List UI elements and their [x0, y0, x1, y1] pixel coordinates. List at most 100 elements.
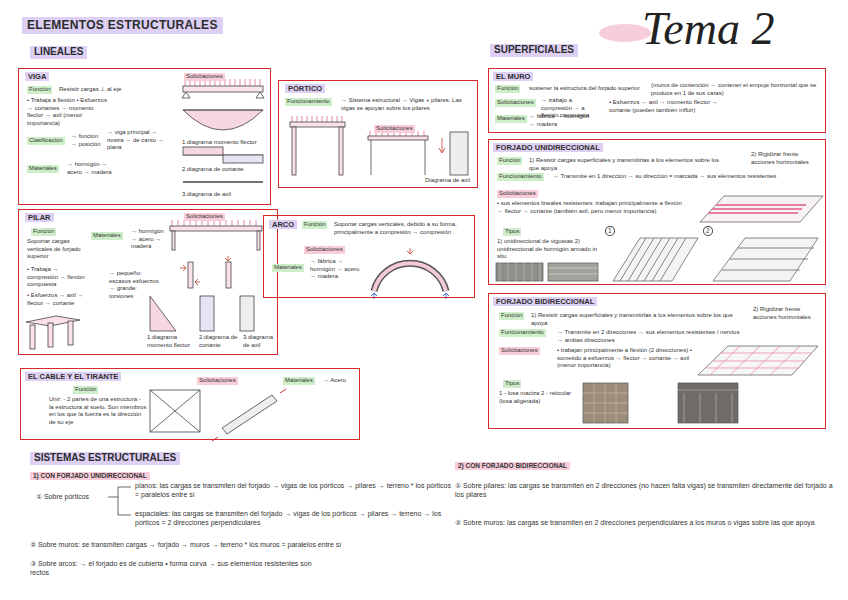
solicitaciones-label: Solicitaciones	[374, 125, 415, 133]
box-text: • Esfuerzos → axil → flector → cortante	[27, 292, 89, 307]
solicitaciones-label: Solicitaciones	[304, 246, 345, 254]
section-heading: SUPERFICIALES	[490, 44, 578, 57]
pilar-drawing	[26, 220, 262, 349]
forjado-bi-drawings-part	[583, 383, 628, 423]
cable-drawing-part	[222, 395, 277, 434]
note-text: espaciales: las cargas se transmiten del…	[135, 510, 455, 528]
box-text: → fábrica → hormigón → acero → madera	[310, 258, 360, 281]
forjado-uni-drawings-part	[722, 248, 814, 270]
pilar-drawing-part	[170, 226, 262, 231]
box-text: • Trabaja → compresión → flexión compues…	[27, 266, 89, 289]
box-text: → Acero	[323, 377, 346, 385]
field-label: Función	[73, 386, 98, 394]
pilar-drawing-part	[188, 262, 193, 288]
forjado-bi-drawings-part	[678, 390, 738, 423]
bracket	[108, 487, 131, 515]
note-text: ① Sobre pórticos	[36, 493, 89, 502]
bracket-part	[108, 487, 131, 515]
box-text: 1.diagrama momento flector	[147, 334, 195, 349]
arco-drawing	[371, 248, 449, 299]
beam-diagrams-part	[223, 155, 263, 163]
box-text: → Transmite en 2 direcciones → sus eleme…	[557, 329, 747, 344]
section-box: PÓRTICOFuncionamiento→ Sistema estructur…	[278, 80, 478, 188]
box-text: Soportar cargas verticales de forjado su…	[27, 238, 85, 261]
box-heading: PILAR	[25, 213, 54, 222]
portico-drawing-part	[368, 136, 428, 140]
forjado-uni-drawings-part	[548, 263, 598, 281]
pilar-drawing-part	[195, 279, 200, 285]
page-title: ELEMENTOS ESTRUCTURALES	[22, 17, 223, 34]
box-text: 2.diagrama de cortante	[182, 166, 268, 174]
beam-diagrams-part	[183, 86, 263, 92]
box-text: (muros de contención → contener el empuj…	[651, 82, 821, 97]
box-text: • Esfuerzos → axil → momento flector → c…	[609, 99, 719, 114]
arco-drawing-part	[371, 293, 449, 299]
field-label: Solicitaciones	[495, 99, 536, 107]
forjado-uni-drawings-part	[700, 196, 823, 222]
field-label: Función	[302, 221, 327, 229]
pilar-drawing-part	[180, 265, 186, 271]
field-label: Función	[495, 85, 520, 93]
solicitaciones-label: Solicitaciones	[184, 73, 225, 81]
box-text: • trabajan principalmente a flexión (2 d…	[557, 347, 692, 370]
note-text: ② Sobre muros: las cargas se transmiten …	[455, 519, 835, 528]
forjado-uni-drawings-part	[620, 238, 686, 281]
arco-drawing-part	[374, 263, 446, 291]
box-text: 1) Resistir cargas superficiales y trans…	[531, 312, 736, 327]
arco-drawing-part	[407, 248, 413, 254]
beam-diagrams-part	[182, 92, 264, 98]
field-label: Funcionamiento	[497, 173, 544, 181]
cable-drawing-part	[150, 390, 200, 432]
field-label: Materiales	[27, 165, 59, 173]
box-text: • Trabaja a flexión • Esfuerzos → cortan…	[27, 97, 107, 127]
beam-diagrams-part	[183, 181, 263, 182]
beam-diagrams-part	[183, 110, 263, 130]
box-heading: ARCO	[269, 220, 297, 229]
box-heading: VIGA	[25, 72, 49, 81]
section-box: VIGAFunciónResistir cargas ⊥ al eje• Tra…	[18, 68, 271, 205]
box-text: → Sistema estructural → Vigas + pilares.…	[341, 97, 469, 112]
box-text: → pequeño: escasos esfuerzos → grande: t…	[109, 270, 159, 300]
portico-drawing-part	[292, 127, 296, 175]
arco-drawing-part	[374, 263, 446, 291]
pilar-drawing-part	[172, 231, 175, 250]
field-label: Funcionamiento	[285, 98, 332, 106]
pilar-drawing-part	[30, 325, 35, 349]
portico-drawing-part	[292, 116, 342, 122]
pilar-drawing-part	[225, 256, 231, 261]
solicitaciones-label: Solicitaciones	[197, 377, 238, 385]
pilar-drawing-part	[48, 323, 53, 347]
section-box: FORJADO BIDIRECCIONALFunción1) Resistir …	[488, 293, 826, 429]
field-label: Tipos	[503, 228, 521, 236]
forjado-uni-drawings-part	[496, 263, 543, 281]
box-text: 1 - losa maciza 2 - reticular (losa alig…	[499, 390, 577, 405]
forjado-bi-drawings-part	[706, 346, 811, 375]
box-text: 3.diagrama de axil	[182, 191, 268, 199]
box-heading: EL MURO	[493, 72, 533, 81]
beam-diagrams-part	[183, 110, 263, 111]
box-heading: EL CABLE Y EL TIRANTE	[25, 372, 121, 381]
field-label: Funcionamiento	[499, 329, 546, 337]
field-label: Materiales	[272, 264, 304, 272]
solicitaciones-label: Solicitaciones	[497, 190, 538, 198]
field-label: Función	[497, 157, 522, 165]
forjado-bi-drawings-part	[698, 346, 818, 375]
box-text: Diagrama de axil	[425, 177, 475, 185]
portico-drawing-part	[439, 138, 445, 153]
forjado-uni-drawings-part	[500, 263, 540, 281]
field-label: Materiales	[91, 232, 123, 240]
box-text: → hormigón → acero → madera	[67, 161, 115, 176]
box-text: 1) Resistir cargas superficiales y trans…	[529, 157, 729, 172]
note-text: planos: las cargas se transmiten del for…	[135, 482, 455, 500]
box-text: → Transmite en 1 dirección → su direcció…	[553, 173, 808, 181]
callout-number: 1	[605, 226, 615, 236]
note-text: ① Sobre pilares: las cargas se transmite…	[455, 482, 835, 500]
portico-drawing-part	[290, 122, 345, 127]
cable-drawing	[150, 389, 286, 441]
subsection-heading: 1) CON FORJADO UNIDIRECCIONAL	[30, 472, 150, 480]
field-label: Materiales	[283, 377, 315, 385]
pilar-drawing-part	[226, 262, 231, 288]
forjado-uni-drawings-part	[548, 268, 598, 274]
note-text: ② Sobre muros: se transmiten cargas → fo…	[30, 541, 450, 550]
